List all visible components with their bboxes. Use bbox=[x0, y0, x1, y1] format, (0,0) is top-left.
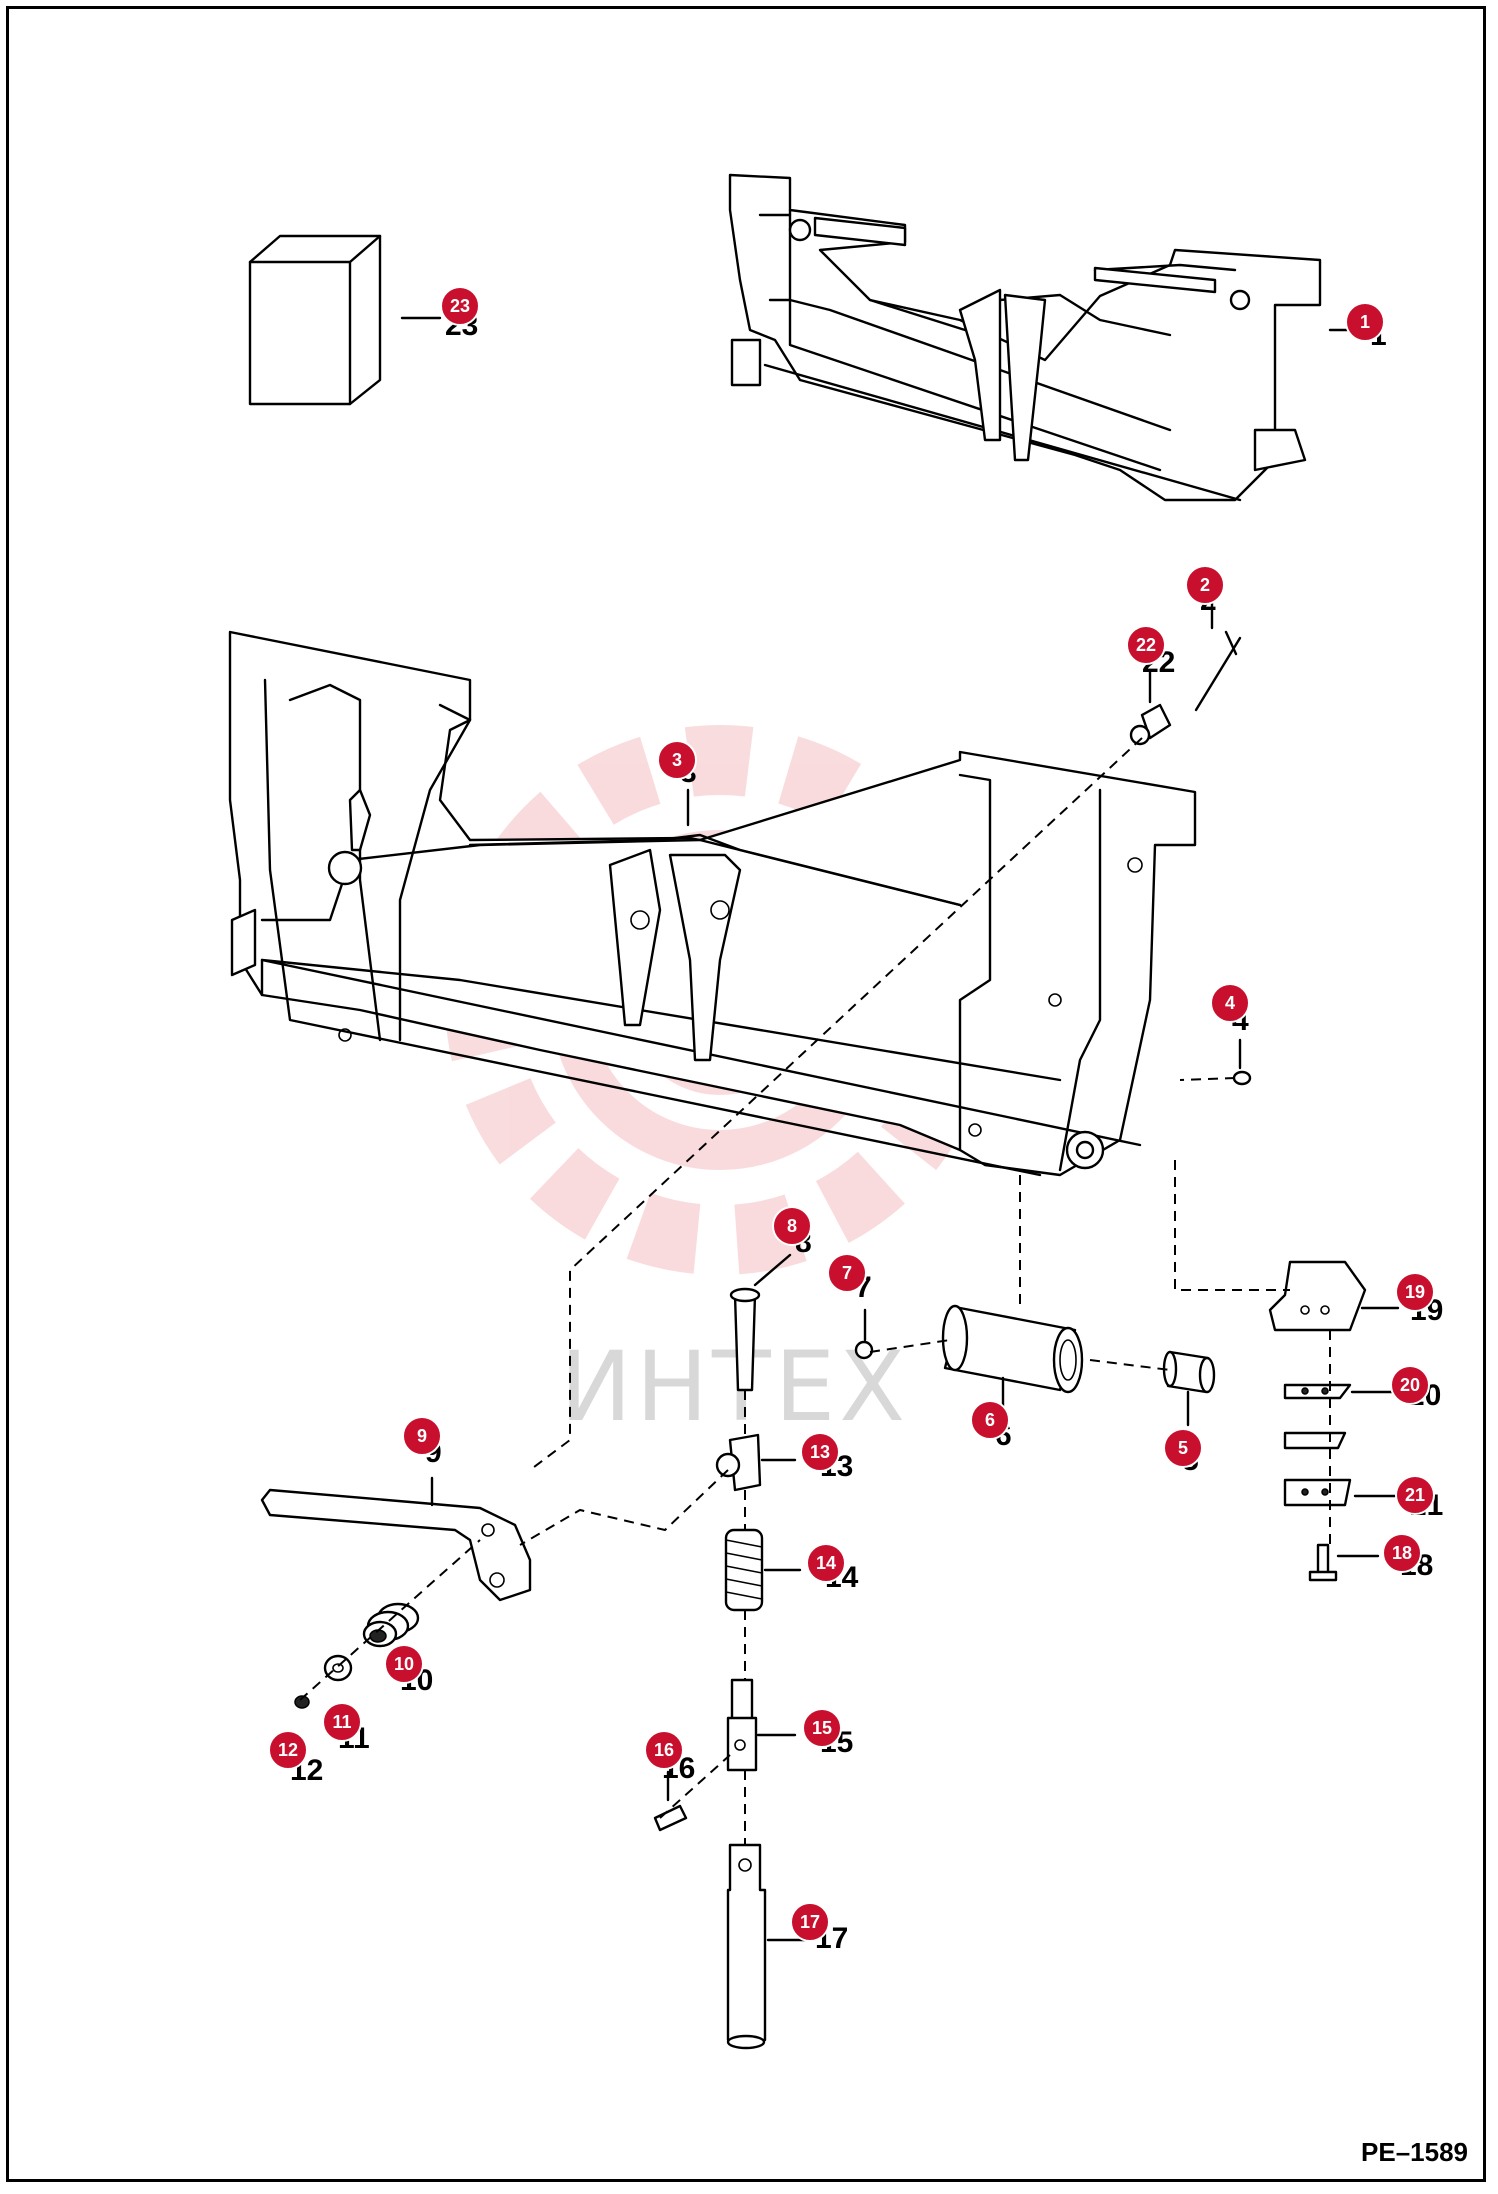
callout-circle bbox=[1382, 1533, 1422, 1573]
callout-number: 6 bbox=[985, 1410, 995, 1430]
callout-number: 3 bbox=[672, 750, 682, 770]
part-18-screw bbox=[1308, 1543, 1380, 1582]
callout-badge[interactable]: 14 bbox=[806, 1543, 846, 1583]
callout-circle bbox=[1395, 1272, 1435, 1312]
callout-badge[interactable]: 8 bbox=[772, 1206, 812, 1246]
callout-badge[interactable]: 13 bbox=[800, 1432, 840, 1472]
callout-number: 16 bbox=[654, 1740, 674, 1760]
callout-badge[interactable]: 23 bbox=[440, 286, 480, 326]
part-12-nut bbox=[294, 1695, 310, 1709]
callout-number: 5 bbox=[1178, 1438, 1188, 1458]
callout-circle bbox=[970, 1400, 1010, 1440]
callout-badge[interactable]: 3 bbox=[657, 740, 697, 780]
callout-badge[interactable]: 9 bbox=[402, 1416, 442, 1456]
callout-number: 9 bbox=[417, 1426, 427, 1446]
callout-number: 19 bbox=[1405, 1282, 1425, 1302]
callout-number: 11 bbox=[332, 1712, 351, 1732]
callout-circle bbox=[1210, 983, 1250, 1023]
callout-badge[interactable]: 15 bbox=[802, 1708, 842, 1748]
callout-number: 2 bbox=[1200, 575, 1210, 595]
callout-circle bbox=[800, 1432, 840, 1472]
callout-circle bbox=[806, 1543, 846, 1583]
callout-badge[interactable]: 18 bbox=[1382, 1533, 1422, 1573]
callout-badge[interactable]: 11 bbox=[322, 1702, 362, 1742]
part-3-main-frame bbox=[228, 630, 1197, 1177]
part-19-bracket bbox=[1268, 1260, 1400, 1332]
part-23-box bbox=[248, 234, 442, 406]
part-6-sleeve bbox=[941, 1304, 1084, 1412]
callout-badge[interactable]: 12 bbox=[268, 1730, 308, 1770]
callout-number: 10 bbox=[394, 1654, 414, 1674]
callout-badge[interactable]: 7 bbox=[827, 1253, 867, 1293]
callout-circle bbox=[1185, 565, 1225, 605]
part-14-spring bbox=[724, 1528, 802, 1612]
callout-number: 21 bbox=[1405, 1485, 1425, 1505]
callout-badge[interactable]: 4 bbox=[1210, 983, 1250, 1023]
watermark-text: ИНТЕХ bbox=[560, 1331, 909, 1443]
part-21-plate bbox=[1283, 1478, 1397, 1507]
callout-badge[interactable]: 16 bbox=[644, 1730, 684, 1770]
part-15-rod-end bbox=[726, 1678, 797, 1772]
callout-number: 8 bbox=[787, 1216, 797, 1236]
callout-badge[interactable]: 20 bbox=[1390, 1365, 1430, 1405]
callout-circle bbox=[1395, 1475, 1435, 1515]
callout-number: 22 bbox=[1136, 635, 1156, 655]
part-4-fitting bbox=[1232, 1038, 1252, 1086]
callout-circle bbox=[827, 1253, 867, 1293]
callout-number: 17 bbox=[800, 1912, 820, 1932]
drawing-reference-number: PE–1589 bbox=[1361, 2137, 1468, 2167]
callout-number: 14 bbox=[816, 1553, 836, 1573]
part-2-bolt bbox=[1194, 600, 1242, 712]
callout-circle bbox=[1390, 1365, 1430, 1405]
callout-circle bbox=[644, 1730, 684, 1770]
callout-badge[interactable]: 22 bbox=[1126, 625, 1166, 665]
callout-number: 13 bbox=[810, 1442, 830, 1462]
part-17-rod bbox=[726, 1843, 807, 2050]
callout-circle bbox=[657, 740, 697, 780]
callout-number: 23 bbox=[450, 296, 470, 316]
callout-circle bbox=[1345, 302, 1385, 342]
callout-circle bbox=[1126, 625, 1166, 665]
callout-circle bbox=[322, 1702, 362, 1742]
part-5-bushing bbox=[1162, 1350, 1216, 1427]
callout-circle bbox=[268, 1730, 308, 1770]
part-1-frame-assembly bbox=[728, 173, 1372, 502]
callout-number: 4 bbox=[1225, 993, 1235, 1013]
callout-badge[interactable]: 2 bbox=[1185, 565, 1225, 605]
part-9-lever bbox=[260, 1476, 532, 1602]
part-7-nut bbox=[854, 1308, 874, 1360]
callout-circle bbox=[1163, 1428, 1203, 1468]
part-16-pin bbox=[653, 1770, 688, 1832]
callout-circle bbox=[790, 1902, 830, 1942]
part-10-spring bbox=[362, 1602, 420, 1648]
callout-number: 1 bbox=[1360, 312, 1370, 332]
part-22-fitting bbox=[1129, 668, 1172, 746]
callout-number: 7 bbox=[842, 1263, 852, 1283]
callout-number: 20 bbox=[1400, 1375, 1420, 1395]
part-13-block bbox=[715, 1433, 797, 1492]
part-20-plate bbox=[1283, 1383, 1394, 1450]
callout-circle bbox=[802, 1708, 842, 1748]
callout-number: 15 bbox=[812, 1718, 832, 1738]
callout-badge[interactable]: 17 bbox=[790, 1902, 830, 1942]
callout-badge[interactable]: 6 bbox=[970, 1400, 1010, 1440]
part-11-washer bbox=[323, 1654, 353, 1682]
assembly-lines bbox=[299, 737, 1331, 1845]
callout-badge[interactable]: 10 bbox=[384, 1644, 424, 1684]
part-8-pin bbox=[729, 1253, 792, 1392]
callout-circle bbox=[772, 1206, 812, 1246]
callout-badge[interactable]: 19 bbox=[1395, 1272, 1435, 1312]
callout-number: 12 bbox=[278, 1740, 298, 1760]
callout-badge[interactable]: 21 bbox=[1395, 1475, 1435, 1515]
callout-number: 18 bbox=[1392, 1543, 1412, 1563]
callout-circle bbox=[440, 286, 480, 326]
callout-badge[interactable]: 1 bbox=[1345, 302, 1385, 342]
callout-badge[interactable]: 5 bbox=[1163, 1428, 1203, 1468]
callout-circle bbox=[402, 1416, 442, 1456]
callout-circle bbox=[384, 1644, 424, 1684]
